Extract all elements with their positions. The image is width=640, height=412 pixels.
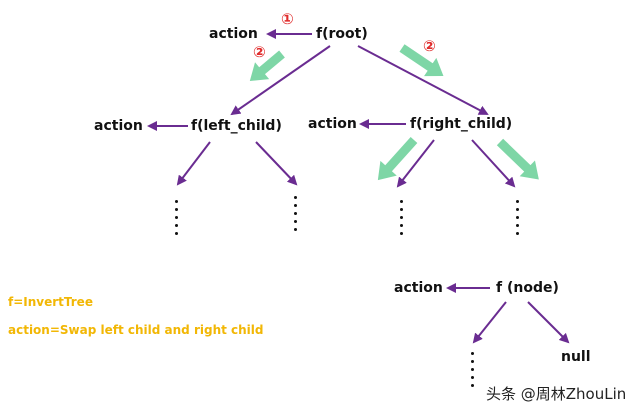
action-node: action (394, 280, 443, 296)
edge-root-to-left-child (230, 45, 331, 116)
ellipsis-right-left (400, 200, 404, 240)
edge-left-child-to-left-sub (176, 141, 211, 186)
step-arrow-right-child-right (496, 138, 539, 180)
ellipsis-left-left (175, 200, 179, 240)
step-arrow-right (399, 44, 444, 77)
ellipsis-right-right (516, 200, 520, 240)
step-badge-2-left: ② (253, 43, 266, 61)
step-badge-2-right: ② (423, 37, 436, 55)
legend-f-definition: f=InvertTree (8, 295, 93, 309)
edge-node-to-left-sub (472, 301, 507, 344)
node-node: f (node) (496, 280, 559, 296)
watermark: 头条 @周林ZhouLin (486, 385, 627, 403)
legend-action-definition: action=Swap left child and right child (8, 323, 264, 337)
action-left-child: action (94, 118, 143, 134)
edge-left-child-to-right-sub (255, 141, 298, 186)
edge-root-to-right-child (357, 45, 489, 115)
step-arrow-left (249, 50, 285, 81)
edge-right-child-to-right-sub (471, 139, 516, 188)
edge-right-child-to-left-sub (396, 139, 435, 188)
node-root: f(root) (316, 26, 368, 42)
action-root: action (209, 26, 258, 42)
step-arrow-right-child-left (377, 136, 418, 181)
ellipsis-node-left (471, 352, 475, 392)
node-left-child: f(left_child) (191, 118, 282, 134)
step-badge-1: ① (281, 10, 294, 28)
action-right-child: action (308, 116, 357, 132)
edge-node-to-null (527, 301, 570, 344)
ellipsis-left-right (294, 196, 298, 236)
leaf-null: null (561, 349, 591, 365)
node-right-child: f(right_child) (410, 116, 513, 132)
